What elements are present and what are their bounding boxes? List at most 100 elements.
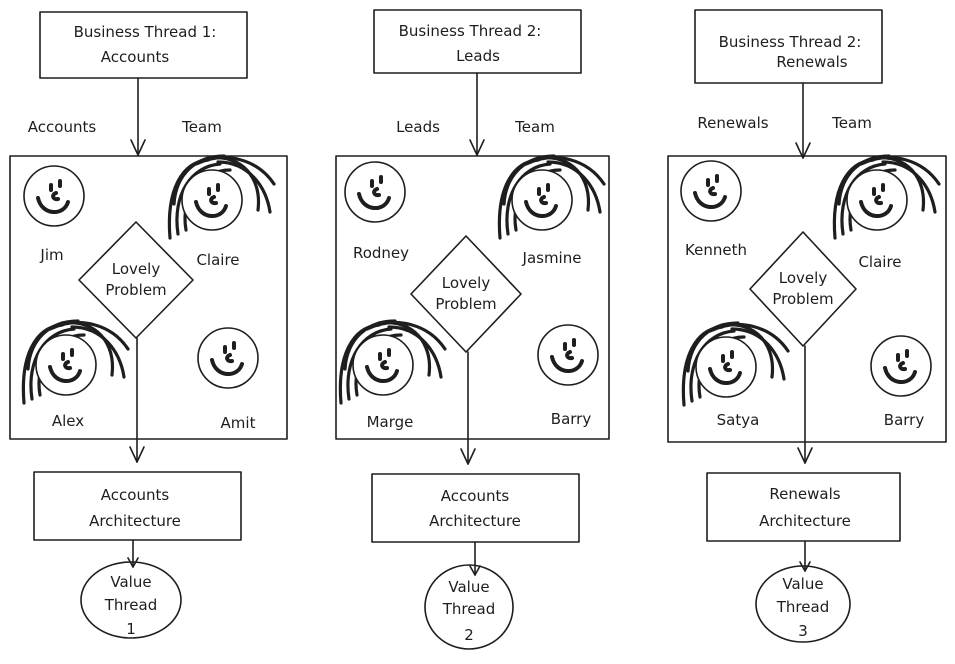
flow-label-left: Renewals — [697, 114, 768, 132]
smile — [194, 200, 228, 218]
team-member-name: Alex — [52, 412, 84, 430]
hair-strand — [172, 154, 226, 206]
team-member: Jim — [23, 165, 85, 264]
architecture-title: Accounts — [441, 487, 510, 505]
smile — [210, 358, 244, 376]
nose — [51, 191, 60, 202]
business-thread-subtitle: Accounts — [101, 48, 170, 66]
team-member: Marge — [338, 319, 447, 431]
arrow-head — [460, 448, 476, 465]
team-member-name: Rodney — [353, 244, 409, 262]
team-member: Claire — [167, 154, 276, 269]
hair-strand — [26, 319, 80, 371]
value-thread-label: Value — [110, 573, 151, 591]
problem-diamond — [410, 235, 522, 353]
value-thread-label: 2 — [464, 626, 474, 644]
nose — [225, 353, 234, 364]
architecture-title: Renewals — [769, 485, 840, 503]
arrow-head — [130, 139, 146, 156]
team-member-name: Amit — [221, 414, 256, 432]
problem-label-line2: Problem — [105, 281, 166, 299]
problem-label-line1: Lovely — [442, 274, 491, 292]
nose — [539, 195, 548, 206]
architecture-title: Accounts — [101, 486, 170, 504]
value-thread-label: Value — [448, 578, 489, 596]
team-box — [667, 155, 947, 443]
team-box — [335, 155, 610, 440]
arrow-head — [469, 139, 485, 156]
business-thread-box — [694, 9, 883, 84]
hair-strand — [546, 160, 602, 214]
smile — [48, 365, 82, 383]
smile — [693, 191, 727, 209]
team-member: Jasmine — [497, 154, 606, 267]
hair-strand — [837, 154, 891, 206]
arrow-head — [129, 446, 145, 463]
arrow-head — [797, 447, 813, 464]
team-member-name: Claire — [858, 253, 901, 271]
hair-strand — [502, 154, 556, 206]
problem-diamond — [749, 231, 857, 347]
nose — [565, 350, 574, 361]
hair-strand — [730, 327, 786, 381]
team-member-name: Jim — [39, 246, 63, 264]
value-thread-ellipse — [80, 561, 182, 639]
nose — [372, 187, 381, 198]
team-member: Barry — [537, 324, 599, 428]
business-thread-subtitle: Renewals — [776, 53, 847, 71]
hair-strand — [881, 160, 937, 214]
problem-diamond — [78, 221, 194, 339]
value-thread-label: Thread — [442, 600, 495, 618]
flow-label-right: Team — [181, 118, 222, 136]
hair-strand — [343, 319, 397, 371]
business-thread-title: Business Thread 1: — [74, 23, 217, 41]
team-member: Rodney — [344, 161, 409, 262]
business-thread-title: Business Thread 2: — [719, 33, 862, 51]
team-member-name: Claire — [196, 251, 239, 269]
value-thread-label: Thread — [776, 598, 829, 616]
value-thread-label: Thread — [104, 596, 157, 614]
nose — [898, 361, 907, 372]
nose — [723, 362, 732, 373]
smile — [365, 365, 399, 383]
value-thread-ellipse — [755, 565, 851, 643]
smile — [524, 200, 558, 218]
nose — [708, 186, 717, 197]
team-member-name: Barry — [884, 411, 925, 429]
team-box — [9, 155, 288, 440]
problem-label-line1: Lovely — [112, 260, 161, 278]
smile — [550, 355, 584, 373]
nose — [874, 195, 883, 206]
team-member: Kenneth — [680, 160, 747, 259]
nose — [209, 195, 218, 206]
value-thread-label: 1 — [126, 620, 136, 638]
problem-label-line1: Lovely — [779, 269, 828, 287]
flow-label-left: Accounts — [28, 118, 97, 136]
hair-strand — [216, 160, 272, 214]
architecture-subtitle: Architecture — [89, 512, 181, 530]
team-member: Alex — [21, 319, 130, 430]
smile — [708, 367, 742, 385]
arrow-head — [127, 557, 139, 568]
arrow-head — [469, 565, 481, 576]
flow-label-left: Leads — [396, 118, 440, 136]
hair-strand — [686, 321, 740, 373]
nose — [63, 360, 72, 371]
problem-label-line2: Problem — [435, 295, 496, 313]
business-thread-subtitle: Leads — [456, 47, 500, 65]
architecture-box — [33, 471, 242, 541]
team-member-name: Jasmine — [522, 249, 582, 267]
smile — [883, 366, 917, 384]
arrow-head — [795, 142, 811, 159]
architecture-subtitle: Architecture — [759, 512, 851, 530]
business-thread-box — [39, 11, 248, 79]
problem-label-line2: Problem — [772, 290, 833, 308]
team-member: Barry — [870, 335, 932, 429]
value-thread-label: Value — [782, 575, 823, 593]
team-member-name: Kenneth — [685, 241, 747, 259]
hair-strand — [387, 325, 443, 379]
